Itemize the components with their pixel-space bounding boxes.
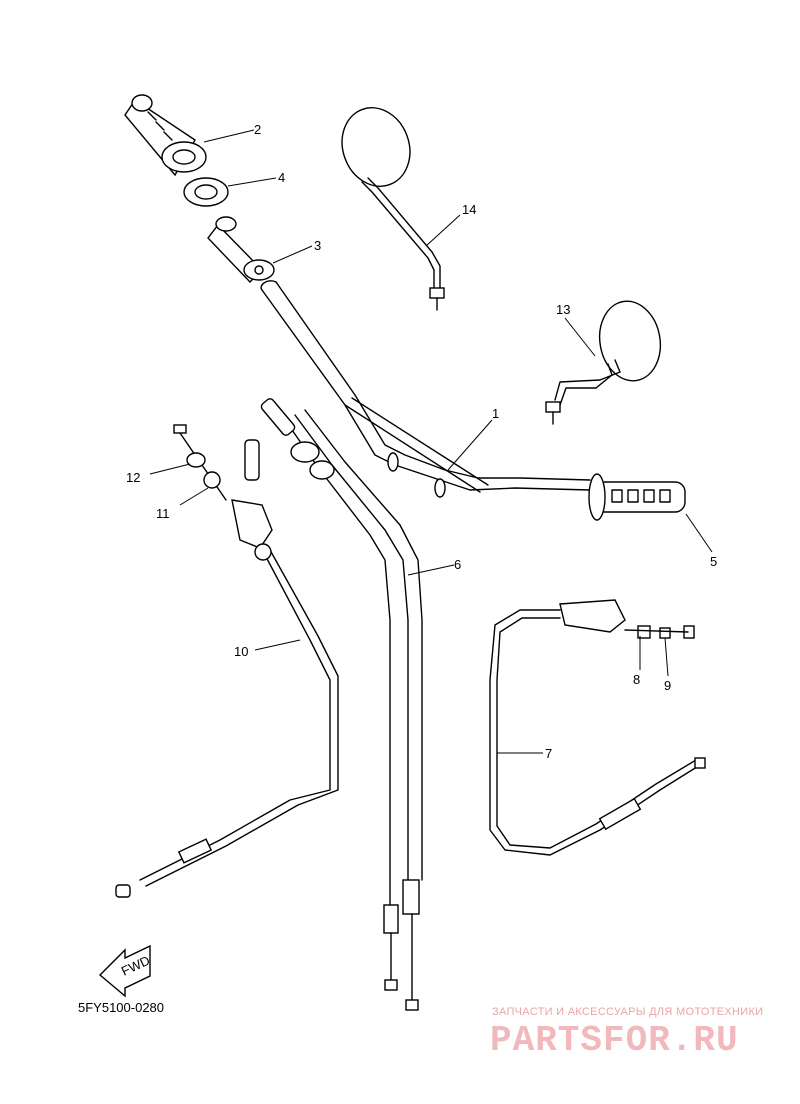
leader-lines [149, 129, 713, 754]
adjuster-11-12 [173, 424, 227, 501]
fwd-arrow-icon: FWD [98, 944, 152, 998]
throttle-tube [207, 216, 275, 284]
callout-4: 4 [278, 170, 285, 185]
cable-7 [489, 599, 706, 856]
callout-3: 3 [314, 238, 321, 253]
callout-6: 6 [454, 557, 461, 572]
callout-1: 1 [492, 406, 499, 421]
right-grip [588, 473, 686, 521]
callout-11: 11 [156, 506, 170, 521]
callout-2: 2 [254, 122, 261, 137]
left-grip [124, 94, 207, 177]
callout-14: 14 [462, 202, 476, 217]
callout-7: 7 [545, 746, 552, 761]
throttle-cables [244, 398, 423, 1011]
callout-numbers: 1 2 3 4 5 6 7 8 9 10 11 12 13 14 [126, 122, 717, 761]
callout-5: 5 [710, 554, 717, 569]
callout-10: 10 [234, 644, 248, 659]
collar [183, 177, 229, 207]
diagram-code: 5FY5100-0280 [78, 1000, 165, 1015]
right-mirror [545, 300, 662, 425]
callout-8: 8 [633, 672, 640, 687]
callout-12: 12 [126, 470, 140, 485]
left-mirror [341, 107, 445, 311]
callout-13: 13 [556, 302, 570, 317]
watermark-logo: PARTSFOR.RU [490, 1020, 739, 1061]
watermark-caption: ЗАПЧАСТИ И АКСЕССУАРЫ ДЛЯ МОТОТЕХНИКИ [492, 1006, 764, 1018]
handlebar [260, 280, 591, 498]
cable-10 [115, 499, 339, 898]
callout-9: 9 [664, 678, 671, 693]
